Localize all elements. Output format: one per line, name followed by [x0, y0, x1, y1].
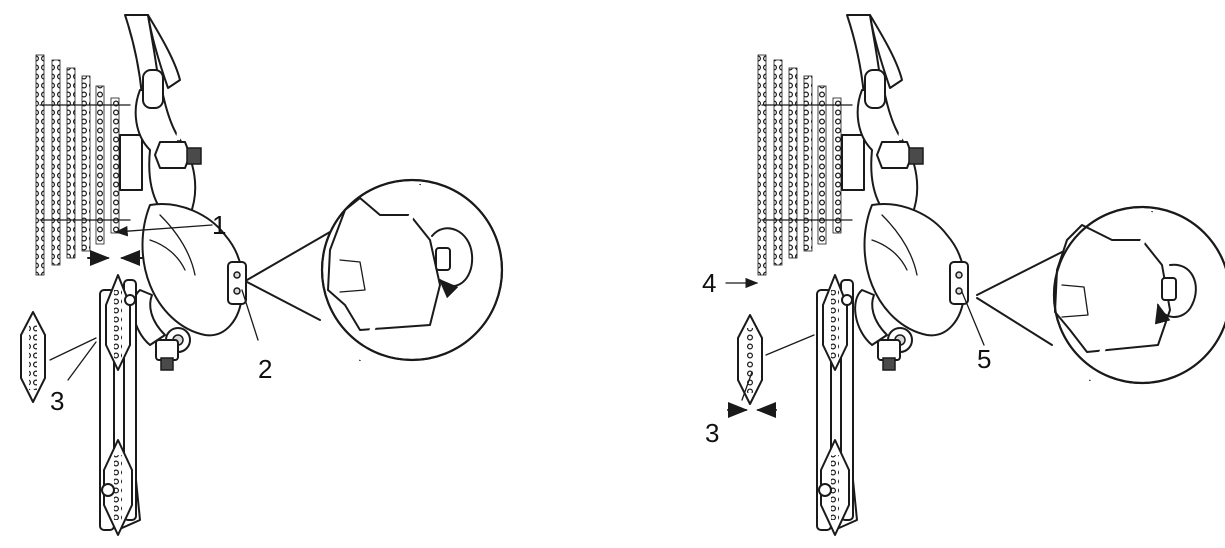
- left-cassette: [35, 54, 143, 276]
- right-derailleur: [845, 13, 971, 372]
- callout-4: 4: [702, 268, 716, 298]
- callout-3-right: 3: [705, 418, 719, 448]
- callout-3-leader-a: [765, 334, 815, 356]
- left-derailleur: [123, 13, 249, 372]
- callout-1-leader: [114, 224, 213, 237]
- right-cage: [816, 274, 858, 536]
- callout-3-leader-b: [741, 371, 753, 401]
- callout-3: 3: [50, 386, 64, 416]
- right-loose-pulley: [737, 314, 763, 405]
- callout-5: 5: [977, 344, 991, 374]
- callout-5-leader: [961, 291, 985, 346]
- callout-1: 1: [212, 210, 226, 240]
- right-magnifier: [976, 205, 1225, 385]
- callout-2-leader: [241, 289, 259, 341]
- left-cage: [99, 274, 141, 536]
- callout-3a-leader: [49, 337, 97, 361]
- callout-2: 2: [258, 354, 272, 384]
- rotate-arrow-icon-right: [1154, 263, 1197, 325]
- rotate-arrow-icon: [431, 227, 474, 299]
- left-magnifier: [246, 178, 504, 362]
- left-figure: 1 2 3: [20, 13, 504, 536]
- callout-3b-leader: [67, 341, 97, 381]
- right-cassette: [757, 54, 865, 276]
- right-figure: 4 3 5: [702, 13, 1225, 536]
- left-loose-pulley: [20, 311, 46, 403]
